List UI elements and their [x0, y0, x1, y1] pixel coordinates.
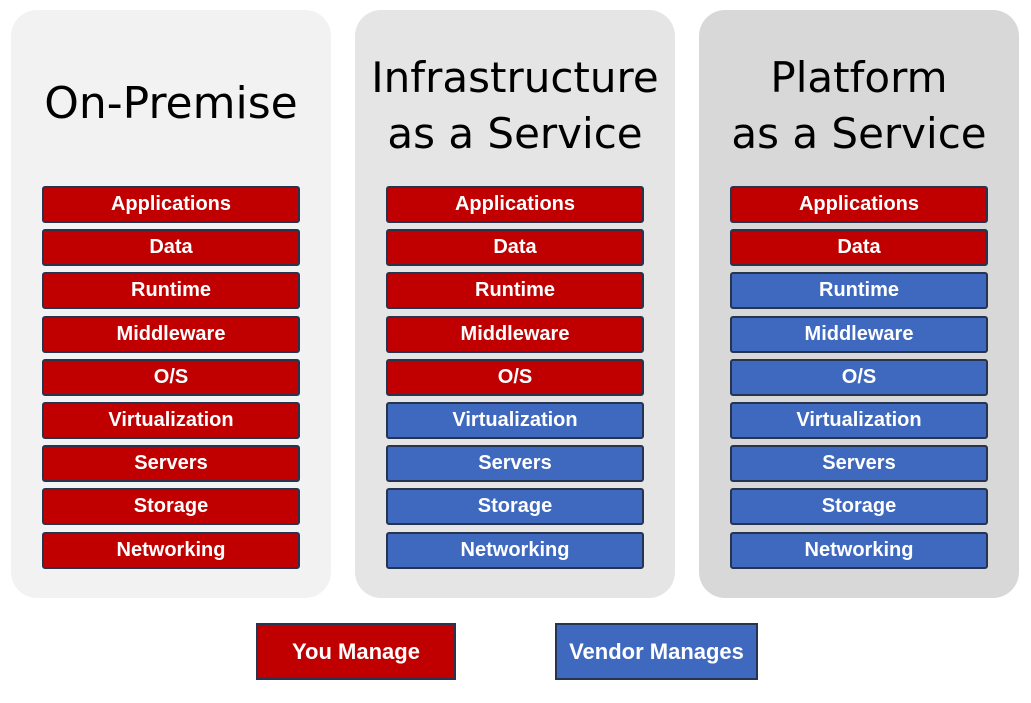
column-iaas: Infrastructure as a Service Applications…: [355, 10, 675, 598]
layer-servers: Servers: [386, 445, 644, 483]
column-title: Infrastructure as a Service: [355, 50, 675, 162]
layer-runtime: Runtime: [42, 272, 300, 310]
layer-data: Data: [386, 229, 644, 267]
column-on-premise: On-Premise Applications Data Runtime Mid…: [11, 10, 331, 598]
layer-applications: Applications: [42, 186, 300, 223]
layer-storage: Storage: [386, 488, 644, 526]
layer-runtime: Runtime: [386, 272, 644, 310]
column-title-line: as a Service: [731, 109, 987, 158]
column-title-line: On-Premise: [44, 78, 298, 129]
layer-stack: Applications Data Runtime Middleware O/S…: [42, 186, 300, 575]
layer-virtualization: Virtualization: [42, 401, 300, 439]
layer-middleware: Middleware: [42, 315, 300, 353]
layer-stack: Applications Data Runtime Middleware O/S…: [386, 186, 644, 575]
layer-stack: Applications Data Runtime Middleware O/S…: [730, 186, 988, 575]
legend-vendor-manages: Vendor Manages: [555, 623, 758, 680]
layer-os: O/S: [386, 358, 644, 396]
column-title-line: Platform: [770, 53, 948, 102]
layer-virtualization: Virtualization: [730, 401, 988, 439]
layer-networking: Networking: [386, 531, 644, 569]
column-title-line: as a Service: [387, 109, 643, 158]
layer-middleware: Middleware: [730, 315, 988, 353]
layer-os: O/S: [42, 358, 300, 396]
layer-servers: Servers: [730, 445, 988, 483]
column-title: Platform as a Service: [699, 50, 1019, 162]
column-title: On-Premise: [11, 76, 331, 132]
layer-storage: Storage: [730, 488, 988, 526]
layer-data: Data: [42, 229, 300, 267]
layer-networking: Networking: [730, 531, 988, 569]
layer-virtualization: Virtualization: [386, 401, 644, 439]
column-title-line: Infrastructure: [371, 53, 659, 102]
layer-networking: Networking: [42, 531, 300, 569]
column-paas: Platform as a Service Applications Data …: [699, 10, 1019, 598]
layer-os: O/S: [730, 358, 988, 396]
legend-you-manage: You Manage: [256, 623, 456, 680]
layer-applications: Applications: [386, 186, 644, 223]
layer-servers: Servers: [42, 445, 300, 483]
layer-runtime: Runtime: [730, 272, 988, 310]
layer-middleware: Middleware: [386, 315, 644, 353]
layer-data: Data: [730, 229, 988, 267]
layer-storage: Storage: [42, 488, 300, 526]
layer-applications: Applications: [730, 186, 988, 223]
